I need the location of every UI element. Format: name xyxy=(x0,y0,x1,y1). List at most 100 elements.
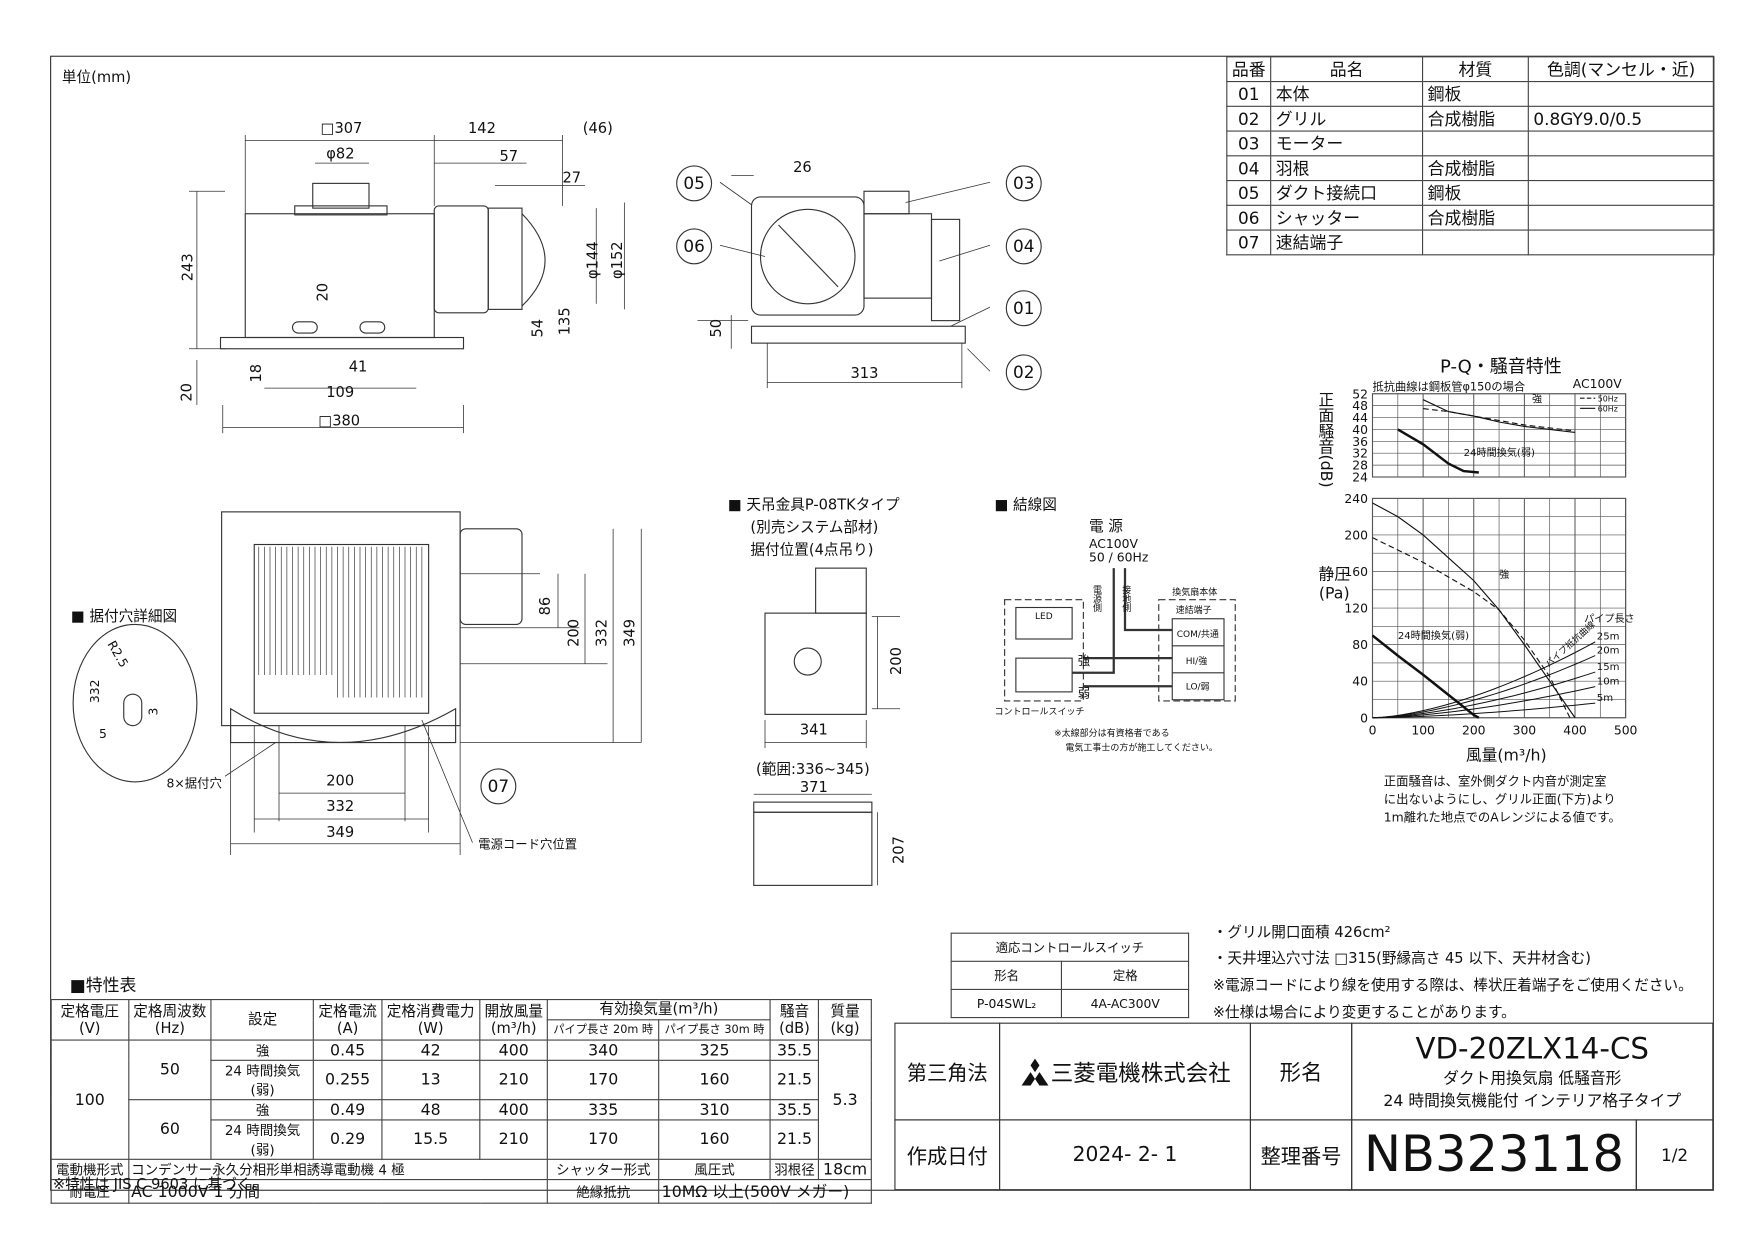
side-view xyxy=(697,175,991,389)
callout-05: 05 xyxy=(676,165,713,202)
header-unit: (kg) xyxy=(830,1019,860,1037)
table-cell: 48 xyxy=(380,1099,481,1121)
hanger-position: 据付位置(4点吊り) xyxy=(750,542,874,560)
x-tick-label: 200 xyxy=(1462,724,1486,738)
company-cell: 三菱電機株式会社 xyxy=(999,1022,1251,1121)
note: ※仕様は場合により変更することがあります。 xyxy=(1212,1004,1516,1022)
y-tick-label: 24 xyxy=(1352,471,1368,485)
table-cell: 35.5 xyxy=(769,1099,820,1121)
cord-hole-label: 電源コード穴位置 xyxy=(478,837,578,852)
table-cell: 35.5 xyxy=(769,1039,820,1061)
dim-label: 41 xyxy=(348,358,368,376)
power-side-label: 電源側 xyxy=(1092,585,1103,612)
callout-03: 03 xyxy=(1005,165,1042,202)
table-cell: 60 xyxy=(127,1099,212,1160)
pipe-length-label: 15m xyxy=(1597,662,1620,673)
page-number: 1/2 xyxy=(1635,1119,1714,1191)
model-cell: VD-20ZLX14-CS ダクト用換気扇 低騒音形 24 時間換気機能付 イン… xyxy=(1351,1022,1714,1121)
terminal-lo: LO/弱 xyxy=(1185,681,1210,692)
table-cell: 強 xyxy=(210,1099,315,1121)
callout-07: 07 xyxy=(480,768,517,805)
model-desc: ダクト用換気扇 低騒音形 xyxy=(1443,1069,1622,1088)
projection-label: 第三角法 xyxy=(894,1022,1001,1121)
dim-label: 200 xyxy=(326,772,355,790)
pipe-length-label: 25m xyxy=(1597,632,1620,643)
holes-label: 8×据付穴 xyxy=(166,776,222,791)
terminal-hi: HI/強 xyxy=(1185,655,1208,666)
withstand-label: 耐電圧 xyxy=(50,1179,129,1204)
callout-06: 06 xyxy=(676,228,713,265)
table-cell: 210 xyxy=(479,1059,549,1101)
header-cell: 質量(kg) xyxy=(818,999,872,1041)
header-unit: (m³/h) xyxy=(490,1019,537,1037)
hole-detail-title: ■ 据付穴詳細図 xyxy=(70,608,178,626)
power-label: 電 源 xyxy=(1089,518,1123,536)
noise-series-line xyxy=(1422,399,1576,433)
table-cell: 合成樹脂 xyxy=(1422,204,1529,231)
header-unit: (A) xyxy=(336,1019,359,1037)
bottom-view xyxy=(72,511,642,855)
y-tick-label: 44 xyxy=(1352,411,1368,425)
dim-label: 109 xyxy=(326,384,355,402)
y-tick-label: 52 xyxy=(1352,387,1368,401)
header-cell: 定格消費電力(W) xyxy=(380,999,481,1041)
hanger-title: ■ 天吊金具P-08TKタイプ xyxy=(727,497,900,515)
table-cell: 0.255 xyxy=(313,1059,382,1101)
pressure-series-line xyxy=(1372,537,1571,718)
date-value: 2024- 2- 1 xyxy=(999,1119,1251,1191)
table-cell: グリル xyxy=(1270,105,1424,132)
y-tick-label: 0 xyxy=(1360,711,1368,725)
table-cell: 400 xyxy=(479,1039,549,1061)
chart-note: 正面騒音は、室外側ダクト内音が測定室 xyxy=(1383,774,1607,789)
legend-label: 60Hz xyxy=(1598,405,1618,414)
dim-label: □307 xyxy=(320,120,363,138)
blade-label: 羽根径 xyxy=(769,1158,820,1181)
header-cell: パイプ長さ 30m 時 xyxy=(658,1019,771,1041)
noise-series-line xyxy=(1423,408,1576,432)
company-name: 三菱電機株式会社 xyxy=(1050,1059,1231,1087)
chart-note: に出ないようにし、グリル正面(下方)より xyxy=(1383,792,1616,807)
header-cell: 定格 xyxy=(1061,960,1190,990)
shutter-label: シャッター形式 xyxy=(546,1158,660,1181)
x-tick-label: 100 xyxy=(1411,724,1435,738)
y-tick-label: 160 xyxy=(1344,565,1368,579)
model-number: VD-20ZLX14-CS xyxy=(1415,1032,1649,1066)
header-unit: (dB) xyxy=(779,1019,810,1037)
terminal-label: 速結端子 xyxy=(1175,605,1212,616)
table-cell: 24 時間換気(弱) xyxy=(210,1059,315,1101)
table-cell: 0.49 xyxy=(313,1099,382,1121)
y-tick-label: 28 xyxy=(1352,459,1368,473)
header-text: 定格電流 xyxy=(318,1002,377,1020)
table-cell: 13 xyxy=(380,1059,481,1101)
motor-label: 電動機形式 xyxy=(50,1158,129,1181)
led-label: LED xyxy=(1035,610,1053,621)
y-tick-label: 120 xyxy=(1344,602,1368,616)
ground-side-label: 接地側 xyxy=(1121,585,1132,612)
insulation-value: 10MΩ 以上(500V メガー) xyxy=(658,1179,872,1204)
dim-label: 57 xyxy=(499,148,519,166)
table-cell: 42 xyxy=(380,1039,481,1061)
table-cell: 速結端子 xyxy=(1270,229,1424,256)
table-cell: 170 xyxy=(546,1119,660,1160)
model-cell: P-04SWL₂ xyxy=(950,988,1063,1019)
table-cell: 03 xyxy=(1226,130,1272,157)
series-label: 強 xyxy=(1499,568,1509,581)
header-text: 騒音 xyxy=(779,1002,810,1020)
header-cell: 品名 xyxy=(1270,56,1424,83)
series-label: 24時間換気(弱) xyxy=(1398,629,1469,642)
table-cell: 100 xyxy=(50,1039,129,1160)
pipe-length-label: 5m xyxy=(1597,693,1613,704)
noise-series-line xyxy=(1397,428,1479,474)
dim-label: 142 xyxy=(468,120,496,138)
legend-label: 50Hz xyxy=(1598,395,1618,404)
noise-ylabel: 正面騒音(dB) xyxy=(1316,392,1334,488)
header-cell: 定格電流(A) xyxy=(313,999,382,1041)
strong-label: 強 xyxy=(1077,653,1091,669)
